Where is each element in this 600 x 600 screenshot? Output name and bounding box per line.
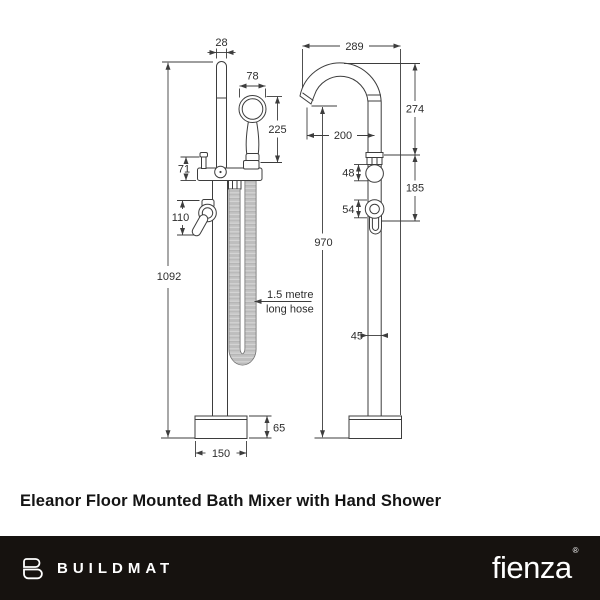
footer-bar: BUILDMAT fienza®: [0, 536, 600, 600]
dim-spout-drop: 274: [406, 104, 424, 116]
collar-nut: [366, 157, 383, 165]
dim-diverter-size: 48: [342, 168, 354, 180]
buildmat-logo: BUILDMAT: [20, 555, 174, 582]
buildmat-towels-icon: [23, 557, 43, 579]
dim-base-height: 65: [273, 423, 285, 435]
fienza-logo: fienza®: [491, 546, 579, 586]
mixer-body: [197, 167, 263, 181]
dim-outlet-reach: 200: [334, 130, 352, 142]
front-riser: [216, 61, 227, 172]
fienza-wordmark: fienza: [491, 550, 572, 585]
hose-nut: [228, 180, 242, 190]
dim-column-width: 45: [351, 331, 363, 343]
hose-note-line1: 1.5 metre: [267, 289, 313, 301]
dim-riser-width: 28: [215, 37, 227, 49]
dim-overall-height: 1092: [157, 271, 181, 283]
product-title: Eleanor Floor Mounted Bath Mixer with Ha…: [20, 492, 442, 510]
dim-body-height: 71: [178, 164, 190, 176]
dim-body-span: 185: [406, 183, 424, 195]
front-dimensions: 1092 28 78 225 71: [157, 37, 314, 460]
front-base: [194, 415, 248, 439]
dim-spout-height: 970: [314, 237, 332, 249]
dim-handset-height: 225: [268, 124, 286, 136]
side-base: [348, 415, 402, 439]
front-view: [191, 61, 267, 439]
hose-note-line2: long hose: [266, 304, 314, 316]
dim-base-width: 150: [212, 448, 230, 460]
spout-and-column: [299, 62, 382, 417]
hose: [229, 169, 256, 365]
buildmat-wordmark: BUILDMAT: [57, 559, 175, 577]
handset-handle: [245, 120, 260, 155]
dim-handle-size: 54: [342, 204, 354, 216]
handset-holder: [243, 160, 260, 170]
technical-drawing: 1092 28 78 225 71: [157, 37, 424, 460]
lever-stirrup: [369, 211, 382, 235]
dim-spout-reach: 289: [345, 41, 363, 53]
registered-mark: ®: [572, 545, 579, 555]
side-dimensions: 289 274 185 200 970: [302, 41, 424, 439]
dim-head-width: 78: [246, 71, 258, 83]
side-view: [299, 62, 402, 439]
diverter-knob: [365, 164, 384, 183]
dim-handle-height: 110: [172, 212, 190, 224]
